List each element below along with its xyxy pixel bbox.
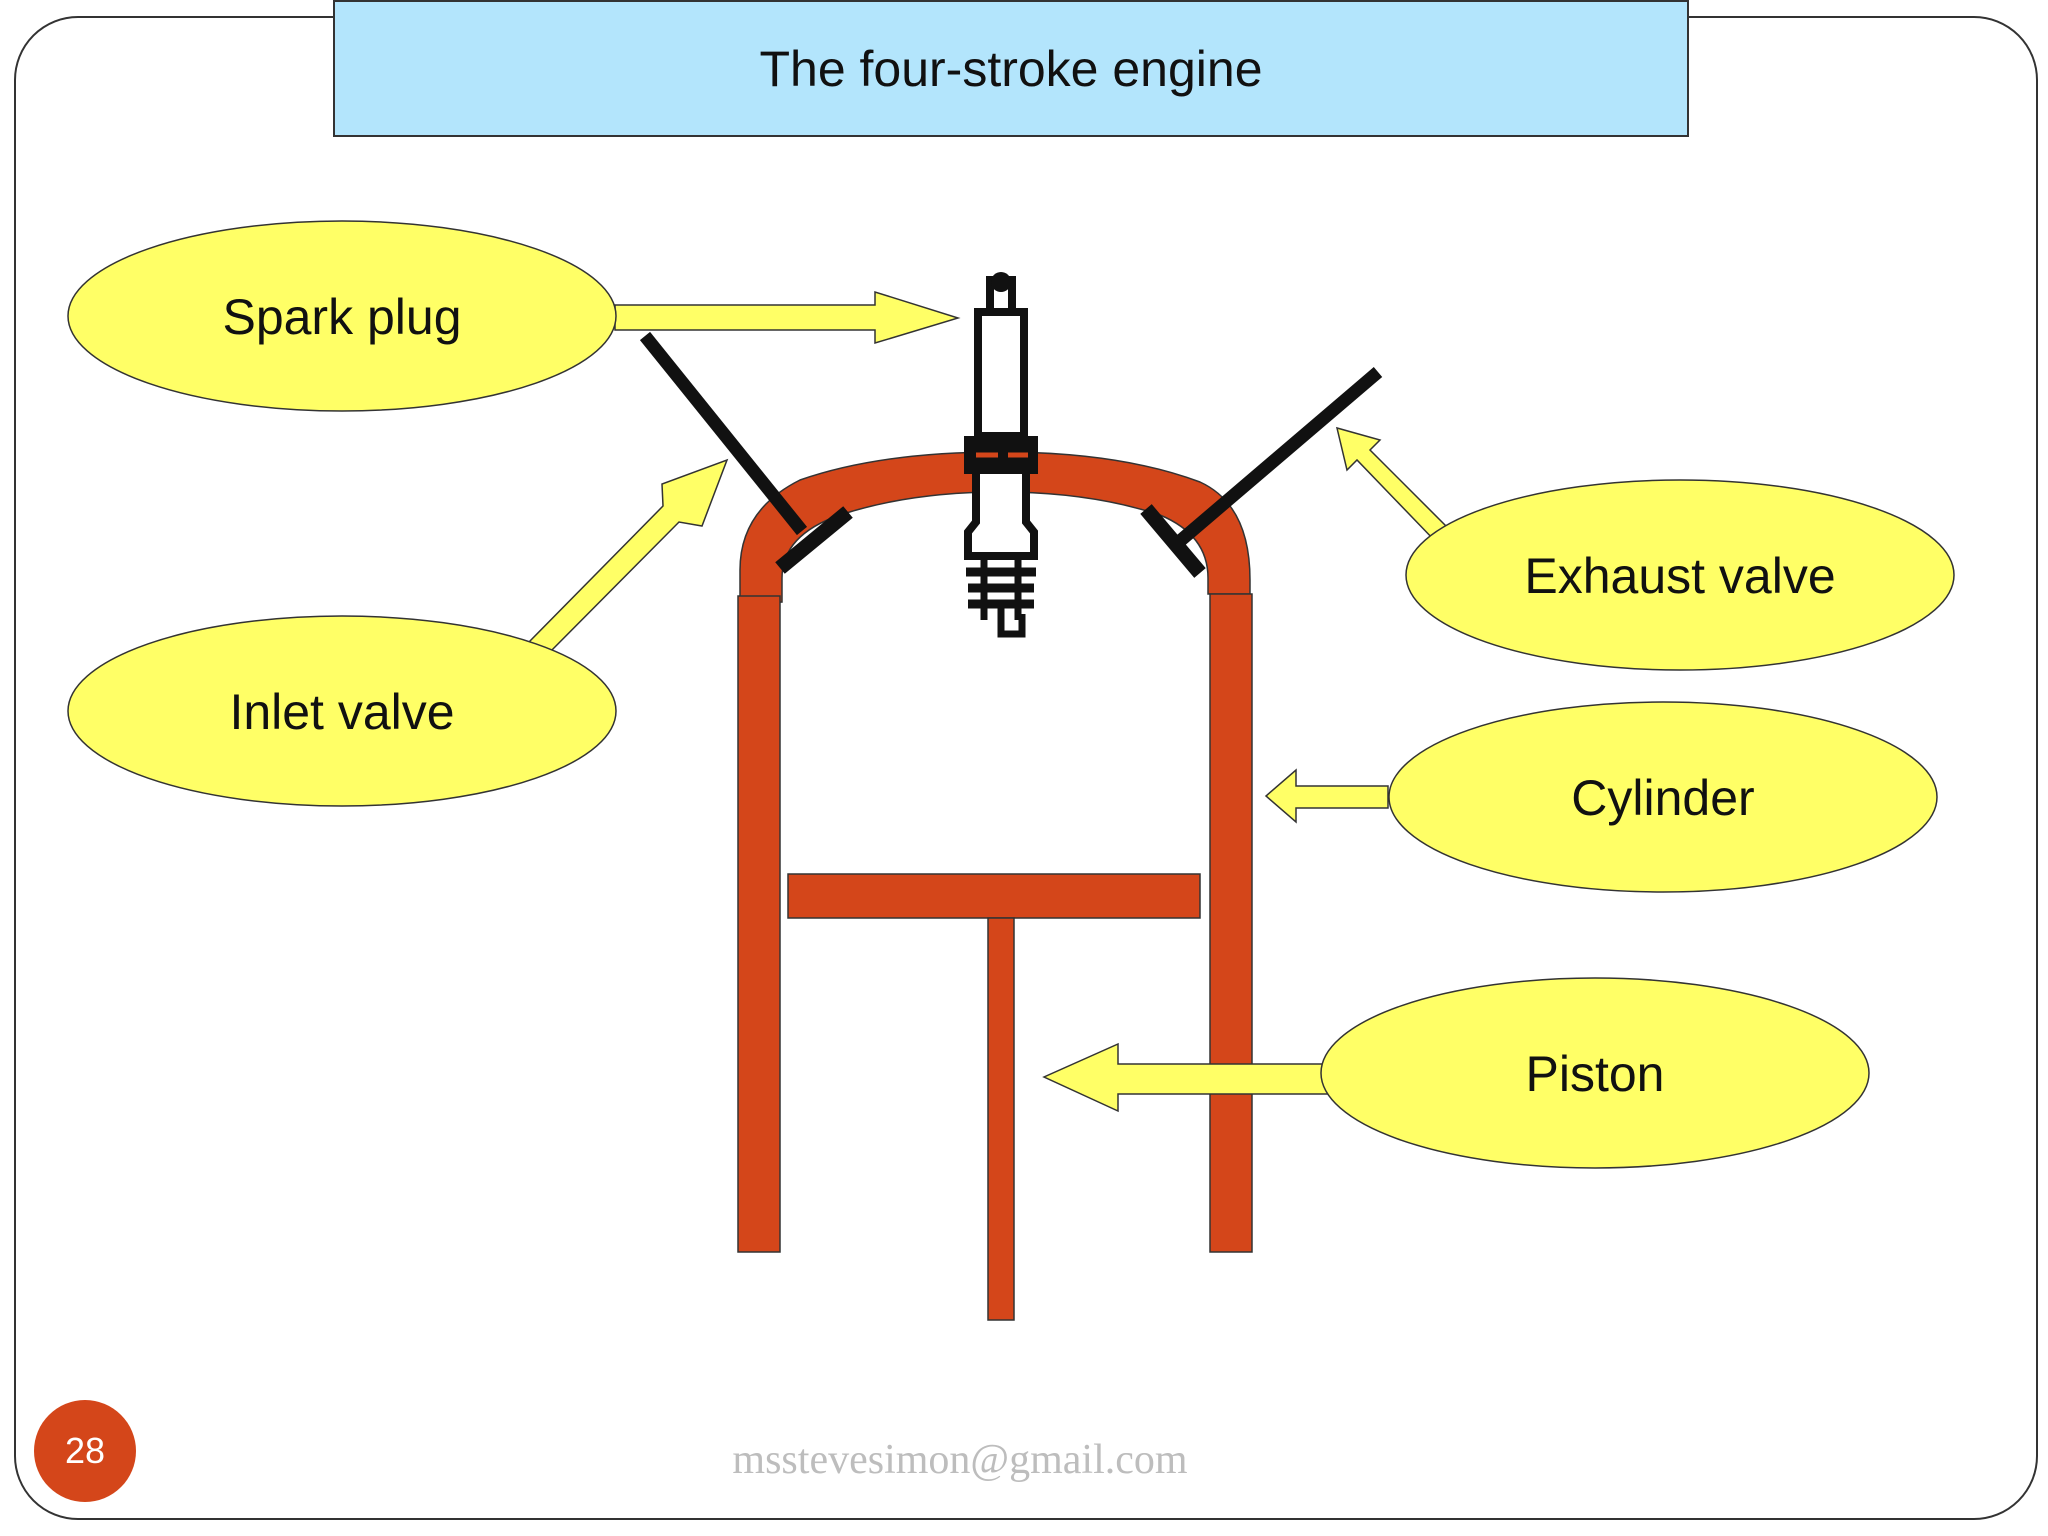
piston-arrow [1042,1042,1337,1113]
inlet-valve [639,331,853,574]
spark-plug-label: Spark plug [222,289,461,345]
inlet-valve-label: Inlet valve [229,684,454,740]
slide-number-badge: 28 [34,1400,136,1502]
callout-exhaust-valve: Exhaust valve [1405,479,1955,671]
cylinder-label: Cylinder [1571,770,1754,826]
callout-inlet-valve: Inlet valve [67,615,617,807]
callout-cylinder: Cylinder [1388,701,1938,893]
callout-piston: Piston [1320,977,1870,1169]
spark-plug-icon [964,272,1038,638]
piston-rod [987,917,1015,1321]
cylinder-left-wall [737,595,781,1253]
slide-number: 28 [64,1430,106,1471]
exhaust-valve-label: Exhaust valve [1524,548,1835,604]
cylinder-right-wall [1209,593,1253,1253]
spark-plug-arrow [614,290,961,345]
exhaust-valve-arrow [1335,426,1454,544]
piston-label: Piston [1526,1046,1665,1102]
cylinder-arrow [1264,768,1389,824]
exhaust-valve [1140,367,1383,578]
cylinder-dome [739,451,1251,605]
piston-head [787,873,1201,919]
title-bar: The four-stroke engine [333,0,1689,137]
footer-email: msstevesimon@gmail.com [732,1437,1188,1483]
callout-spark-plug: Spark plug [67,220,617,412]
inlet-valve-arrow [527,458,729,659]
slide-title: The four-stroke engine [759,40,1263,97]
